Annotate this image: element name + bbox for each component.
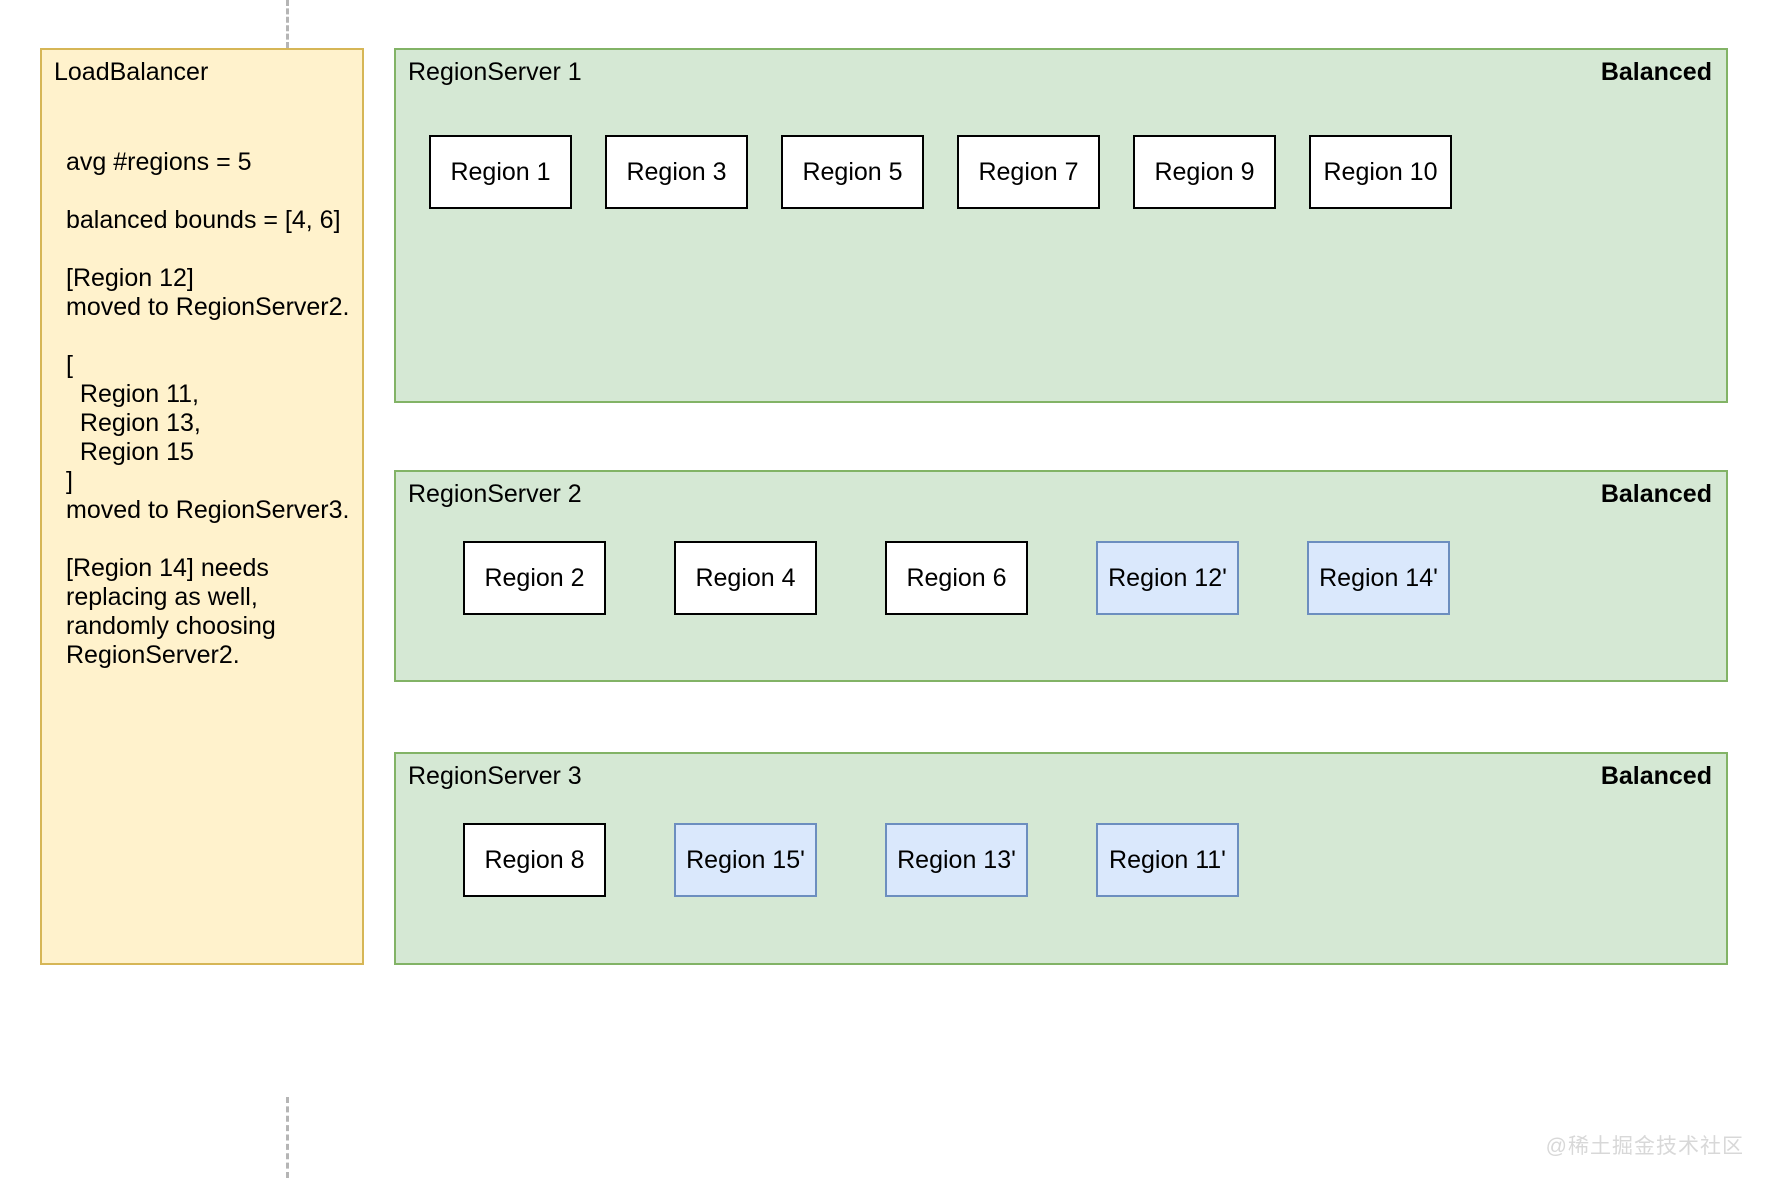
regionserver-2-title: RegionServer 2 xyxy=(408,480,582,508)
region-box[interactable]: Region 5 xyxy=(781,135,924,209)
region-box-moved[interactable]: Region 14' xyxy=(1307,541,1450,615)
region-box[interactable]: Region 4 xyxy=(674,541,817,615)
regionserver-2-panel: RegionServer 2 Balanced Region 2 Region … xyxy=(394,470,1728,682)
region-box-moved[interactable]: Region 11' xyxy=(1096,823,1239,897)
region-box[interactable]: Region 9 xyxy=(1133,135,1276,209)
regionserver-3-status-badge: Balanced xyxy=(1600,762,1712,790)
regionserver-1-region-list: Region 1 Region 3 Region 5 Region 7 Regi… xyxy=(396,134,1726,210)
loadbalancer-panel: LoadBalancer avg #regions = 5 balanced b… xyxy=(40,48,364,965)
regionserver-2-status-badge: Balanced xyxy=(1600,480,1712,508)
region-box[interactable]: Region 10 xyxy=(1309,135,1452,209)
regionserver-3-title: RegionServer 3 xyxy=(408,762,582,790)
region-box[interactable]: Region 7 xyxy=(957,135,1100,209)
region-box-moved[interactable]: Region 15' xyxy=(674,823,817,897)
region-box[interactable]: Region 6 xyxy=(885,541,1028,615)
region-box[interactable]: Region 3 xyxy=(605,135,748,209)
loadbalancer-log-text: avg #regions = 5 balanced bounds = [4, 6… xyxy=(66,148,350,669)
regionserver-2-region-list: Region 2 Region 4 Region 6 Region 12' Re… xyxy=(396,540,1726,616)
connector-line-bottom xyxy=(286,1097,289,1178)
regionserver-1-status-badge: Balanced xyxy=(1600,58,1712,86)
region-box-moved[interactable]: Region 13' xyxy=(885,823,1028,897)
region-box[interactable]: Region 8 xyxy=(463,823,606,897)
regionserver-3-panel: RegionServer 3 Balanced Region 8 Region … xyxy=(394,752,1728,965)
watermark: @稀土掘金技术社区 xyxy=(1545,1135,1744,1158)
region-box[interactable]: Region 2 xyxy=(463,541,606,615)
connector-line-top xyxy=(286,0,289,48)
region-box-moved[interactable]: Region 12' xyxy=(1096,541,1239,615)
regionserver-1-panel: RegionServer 1 Balanced Region 1 Region … xyxy=(394,48,1728,403)
regionserver-3-region-list: Region 8 Region 15' Region 13' Region 11… xyxy=(396,822,1726,898)
regionserver-1-title: RegionServer 1 xyxy=(408,58,582,86)
region-box[interactable]: Region 1 xyxy=(429,135,572,209)
loadbalancer-title: LoadBalancer xyxy=(54,58,209,86)
